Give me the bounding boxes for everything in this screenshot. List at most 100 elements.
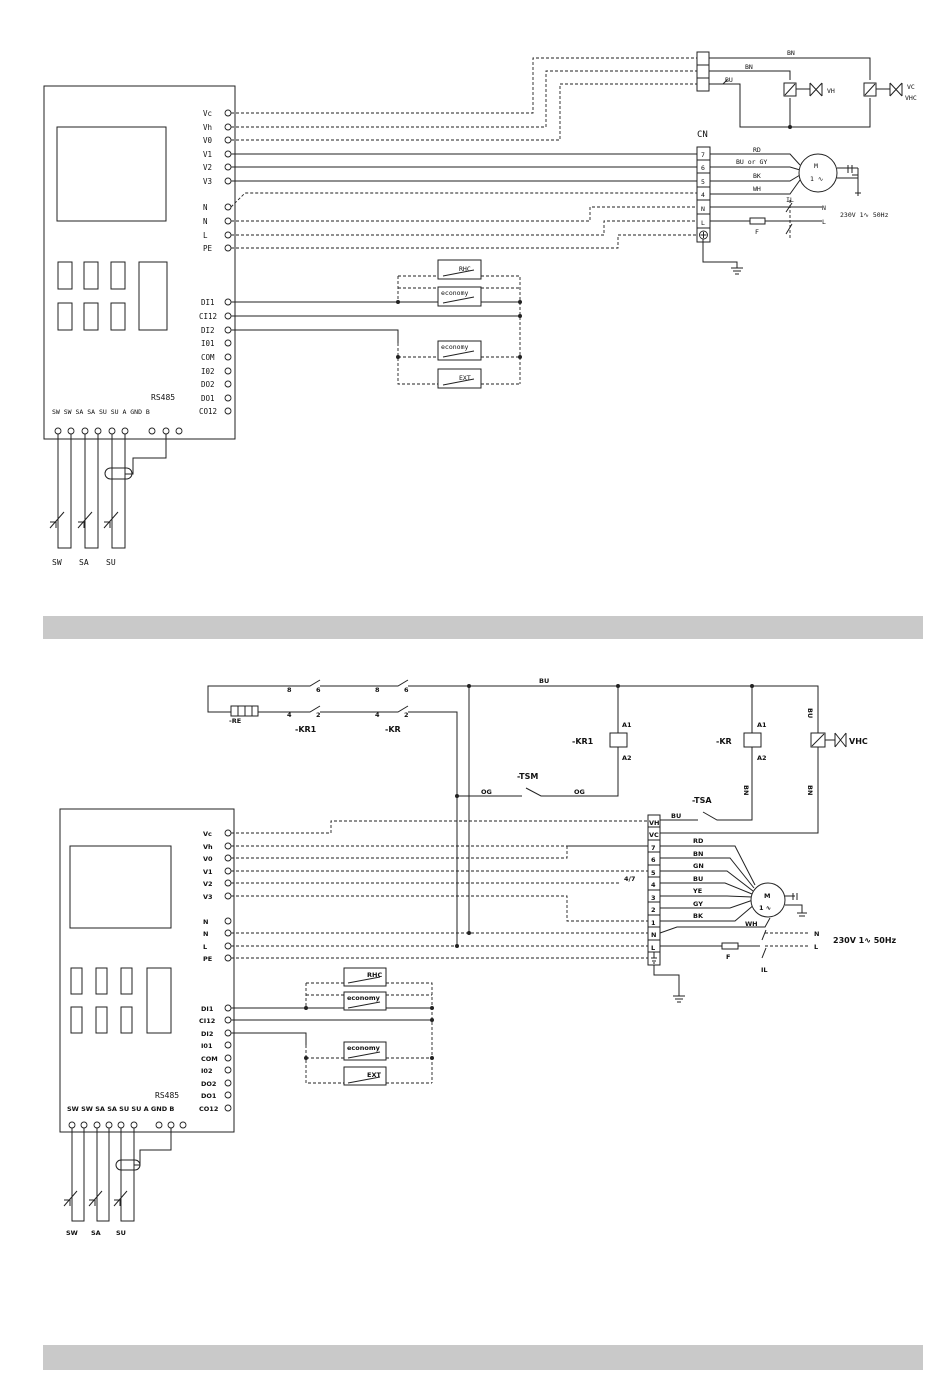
coil-a1: A1 — [757, 721, 767, 729]
switch-label-economy: economy — [347, 1044, 381, 1052]
terminal-label: COM — [201, 1055, 218, 1063]
switch-label-economy: economy — [441, 343, 468, 351]
motor-phase: 1 ∿ — [810, 175, 824, 183]
tb-pin: N — [651, 931, 656, 939]
coil-a2: A2 — [622, 754, 632, 762]
tb-wire-color: RD — [693, 837, 704, 845]
wire-color-bu: BU — [539, 677, 549, 685]
supply-n: N — [814, 930, 819, 938]
tb-pin: 3 — [651, 894, 656, 902]
bottom-terminal-labels: SW SW SA SA SU SU A GND B — [67, 1105, 174, 1113]
terminal-label: CI12 — [199, 312, 217, 321]
tb-pin: L — [651, 944, 655, 952]
contact-label: 2 — [316, 711, 321, 719]
sensor-label: SU — [106, 558, 116, 567]
tb-pin: 4 — [651, 881, 656, 889]
tb-wire-color: GN — [693, 862, 704, 870]
wire-color-label: BN — [745, 63, 753, 71]
switch-label-economy: economy — [347, 994, 381, 1002]
terminal-label: N — [203, 930, 208, 938]
contact-label: 2 — [404, 711, 409, 719]
cn-wire-color: BU or GY — [736, 158, 767, 166]
digital-input-switches-1 — [231, 259, 522, 389]
terminal-label: CO12 — [199, 1105, 218, 1113]
tb-wire-color: BK — [693, 912, 704, 920]
output-wiring-2 — [231, 814, 685, 1003]
terminal-label: V2 — [203, 880, 213, 888]
valve-wiring-1 — [231, 51, 903, 141]
thermostat-tsm: -TSM — [517, 772, 538, 781]
cn-pin: L — [701, 219, 705, 227]
terminal-label: V3 — [203, 893, 213, 901]
wire-color-bu: BU — [671, 812, 681, 820]
sensor-label: SA — [79, 558, 89, 567]
sensor-wiring-2 — [63, 1128, 172, 1222]
terminal-label: I02 — [201, 367, 215, 376]
supply-l: L — [814, 943, 818, 951]
contact-label: 6 — [316, 686, 321, 694]
relay-label-kr1: -KR1 — [295, 725, 317, 734]
tb-wire-color: BU — [693, 875, 703, 883]
cn-pin: N — [701, 205, 705, 213]
switch-label-ext: EXT — [459, 374, 471, 382]
note-4-7: 4/7 — [624, 875, 635, 883]
controller-display-2 — [69, 845, 172, 929]
terminal-label: V1 — [203, 868, 213, 876]
controller-display-1 — [56, 126, 167, 222]
relay-logic — [207, 679, 847, 948]
diagram-2: Vc Vh V0 V1 V2 V3 N N L PE DI1 CI12 DI2 … — [59, 677, 897, 1237]
terminal-label: CO12 — [199, 407, 217, 416]
wire-color-og: OG — [481, 788, 492, 796]
cn-pin: 7 — [701, 151, 705, 159]
terminal-label: N — [203, 203, 208, 212]
terminal-label: Vh — [203, 843, 213, 851]
valve-label-vh: VH — [827, 87, 835, 95]
terminal-label: CI12 — [199, 1017, 215, 1025]
relay-coil-kr1: -KR1 — [572, 737, 594, 746]
terminal-label: DO2 — [201, 380, 215, 389]
terminal-label: DI2 — [201, 1030, 213, 1038]
wire-color-label: BU — [725, 76, 733, 84]
terminal-label: I01 — [201, 1042, 213, 1050]
terminal-label: Vh — [203, 123, 212, 132]
tb-pin: 1 — [651, 919, 656, 927]
terminal-label: I02 — [201, 1067, 212, 1075]
digital-input-switches-2 — [231, 967, 434, 1086]
terminal-label: L — [203, 231, 208, 240]
terminal-labels-1: Vc Vh V0 V1 V2 V3 N N L PE DI1 CI12 DI2 … — [199, 109, 217, 416]
tb-wire-color: YE — [692, 887, 702, 895]
terminal-label: N — [203, 217, 208, 226]
switch-il: IL — [786, 196, 794, 204]
terminal-label: V3 — [203, 177, 212, 186]
supply-voltage: 230V 1∿ 50Hz — [833, 936, 897, 945]
terminal-label: PE — [203, 244, 213, 253]
tb-pin: 7 — [651, 844, 656, 852]
bottom-terminal-labels: SW SW SA SA SU SU A GND B — [52, 408, 150, 416]
terminal-label: L — [203, 943, 207, 951]
tb-pin: VH — [649, 819, 659, 827]
relay-coil-kr: -KR — [716, 737, 732, 746]
tb-pin: 6 — [651, 856, 656, 864]
terminal-label: Vc — [203, 830, 212, 838]
sensor-label: SA — [91, 1229, 101, 1237]
rs485-label: RS485 — [151, 393, 175, 402]
coil-a2: A2 — [757, 754, 767, 762]
contact-label: 8 — [375, 686, 380, 694]
thermostat-tsa: -TSA — [692, 796, 712, 805]
wire-color-bu-vertical: BU — [806, 708, 814, 718]
switch-label-economy: economy — [441, 289, 468, 297]
fuse-label: F — [726, 953, 730, 961]
terminal-label: DO2 — [201, 1080, 216, 1088]
cn-pin: 4 — [701, 191, 705, 199]
cn-pin: 5 — [701, 178, 705, 186]
terminal-label: N — [203, 918, 208, 926]
tb-pin: VC — [649, 831, 659, 839]
terminal-label: DI1 — [201, 1005, 214, 1013]
wire-color-og: OG — [574, 788, 585, 796]
relay-label-kr: -KR — [385, 725, 401, 734]
coil-a1: A1 — [622, 721, 632, 729]
supply-l: L — [822, 218, 826, 226]
fuse-label: F — [755, 228, 759, 236]
valve-label-vhc: VHC — [905, 94, 917, 102]
